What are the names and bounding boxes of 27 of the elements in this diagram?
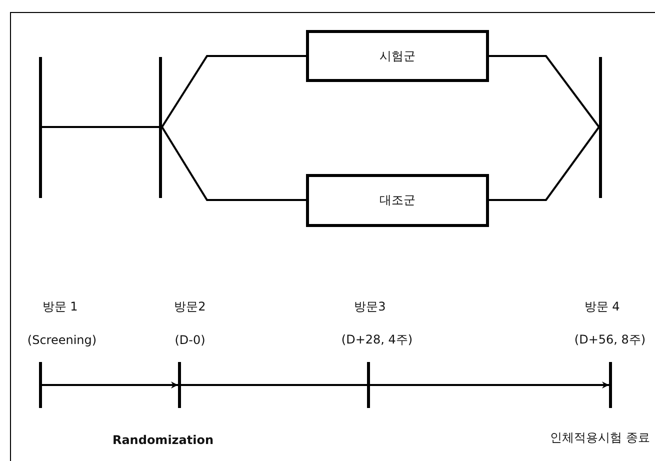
connector-line <box>161 126 306 201</box>
tick-mark <box>39 362 42 408</box>
vertical-bar <box>39 57 42 198</box>
connector-line <box>181 384 367 386</box>
timing-label: (Screening) <box>27 333 97 347</box>
timing-label: (D+28, 4주) <box>341 332 413 348</box>
note-text: 인체적용시험 종료 <box>550 430 650 446</box>
vertical-bar <box>599 57 602 198</box>
group-box: 대조군 <box>306 174 489 227</box>
visit-label: 방문 4 <box>584 298 620 316</box>
visit-label: 방문3 <box>354 298 386 316</box>
connector-line <box>42 126 159 128</box>
connector-line <box>161 55 306 128</box>
visit-label: 방문 1 <box>42 298 78 316</box>
connector-line <box>489 126 600 201</box>
timing-label: (D-0) <box>174 333 206 347</box>
note-text: Randomization <box>112 433 214 447</box>
timing-label: (D+56, 8주) <box>574 332 646 348</box>
tick-mark <box>178 362 181 408</box>
visit-label: 방문2 <box>174 298 206 316</box>
vertical-bar <box>159 57 162 198</box>
arrow <box>370 382 609 388</box>
group-box: 시험군 <box>306 30 489 82</box>
arrow <box>42 382 178 388</box>
connector-line <box>489 55 600 128</box>
tick-mark <box>609 362 612 408</box>
tick-mark <box>367 362 370 408</box>
